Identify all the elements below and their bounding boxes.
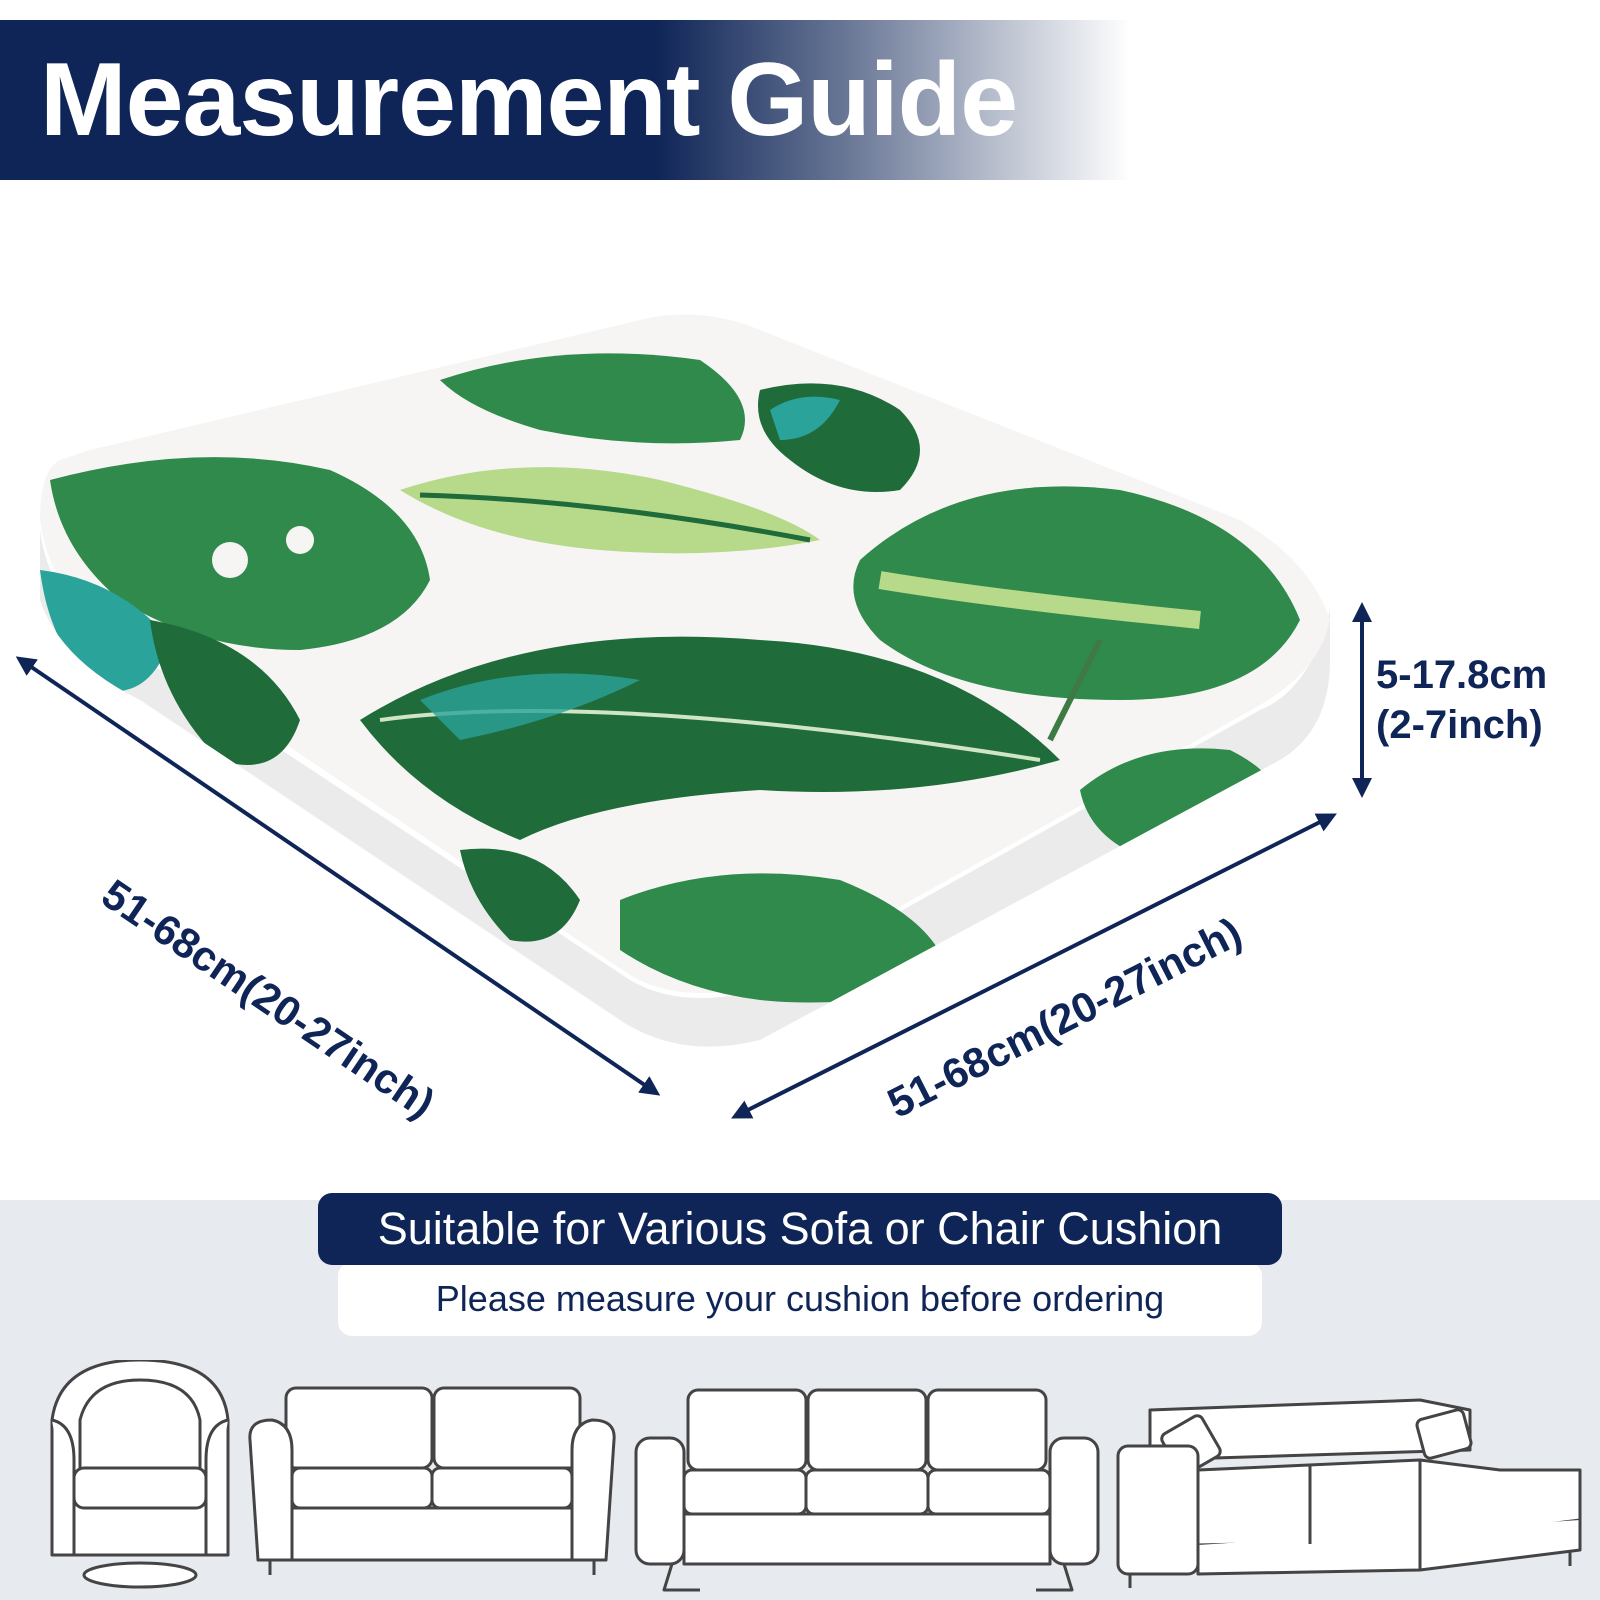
suitability-headline: Suitable for Various Sofa or Chair Cushi… xyxy=(318,1193,1282,1265)
monstera-leaf xyxy=(440,353,745,444)
height-cm: 5-17.8cm xyxy=(1376,653,1548,697)
page-title: Measurement Guide xyxy=(40,42,1018,158)
measure-note: Please measure your cushion before order… xyxy=(338,1262,1262,1336)
sectional-sofa-icon xyxy=(1116,1398,1582,1588)
furniture-icons xyxy=(50,1360,1582,1592)
monstera-leaf xyxy=(853,486,1300,700)
loveseat-icon xyxy=(248,1386,616,1575)
height-dimension-label: 5-17.8cm (2-7inch) xyxy=(1376,650,1547,750)
cushion-illustration xyxy=(15,314,1372,1119)
armchair-icon xyxy=(50,1360,230,1589)
header-banner xyxy=(0,20,1130,180)
sofa-icon xyxy=(634,1388,1100,1592)
right-edge-arrow xyxy=(731,813,1337,1119)
left-edge-arrow xyxy=(15,656,661,1096)
height-inch: (2-7inch) xyxy=(1376,703,1543,747)
